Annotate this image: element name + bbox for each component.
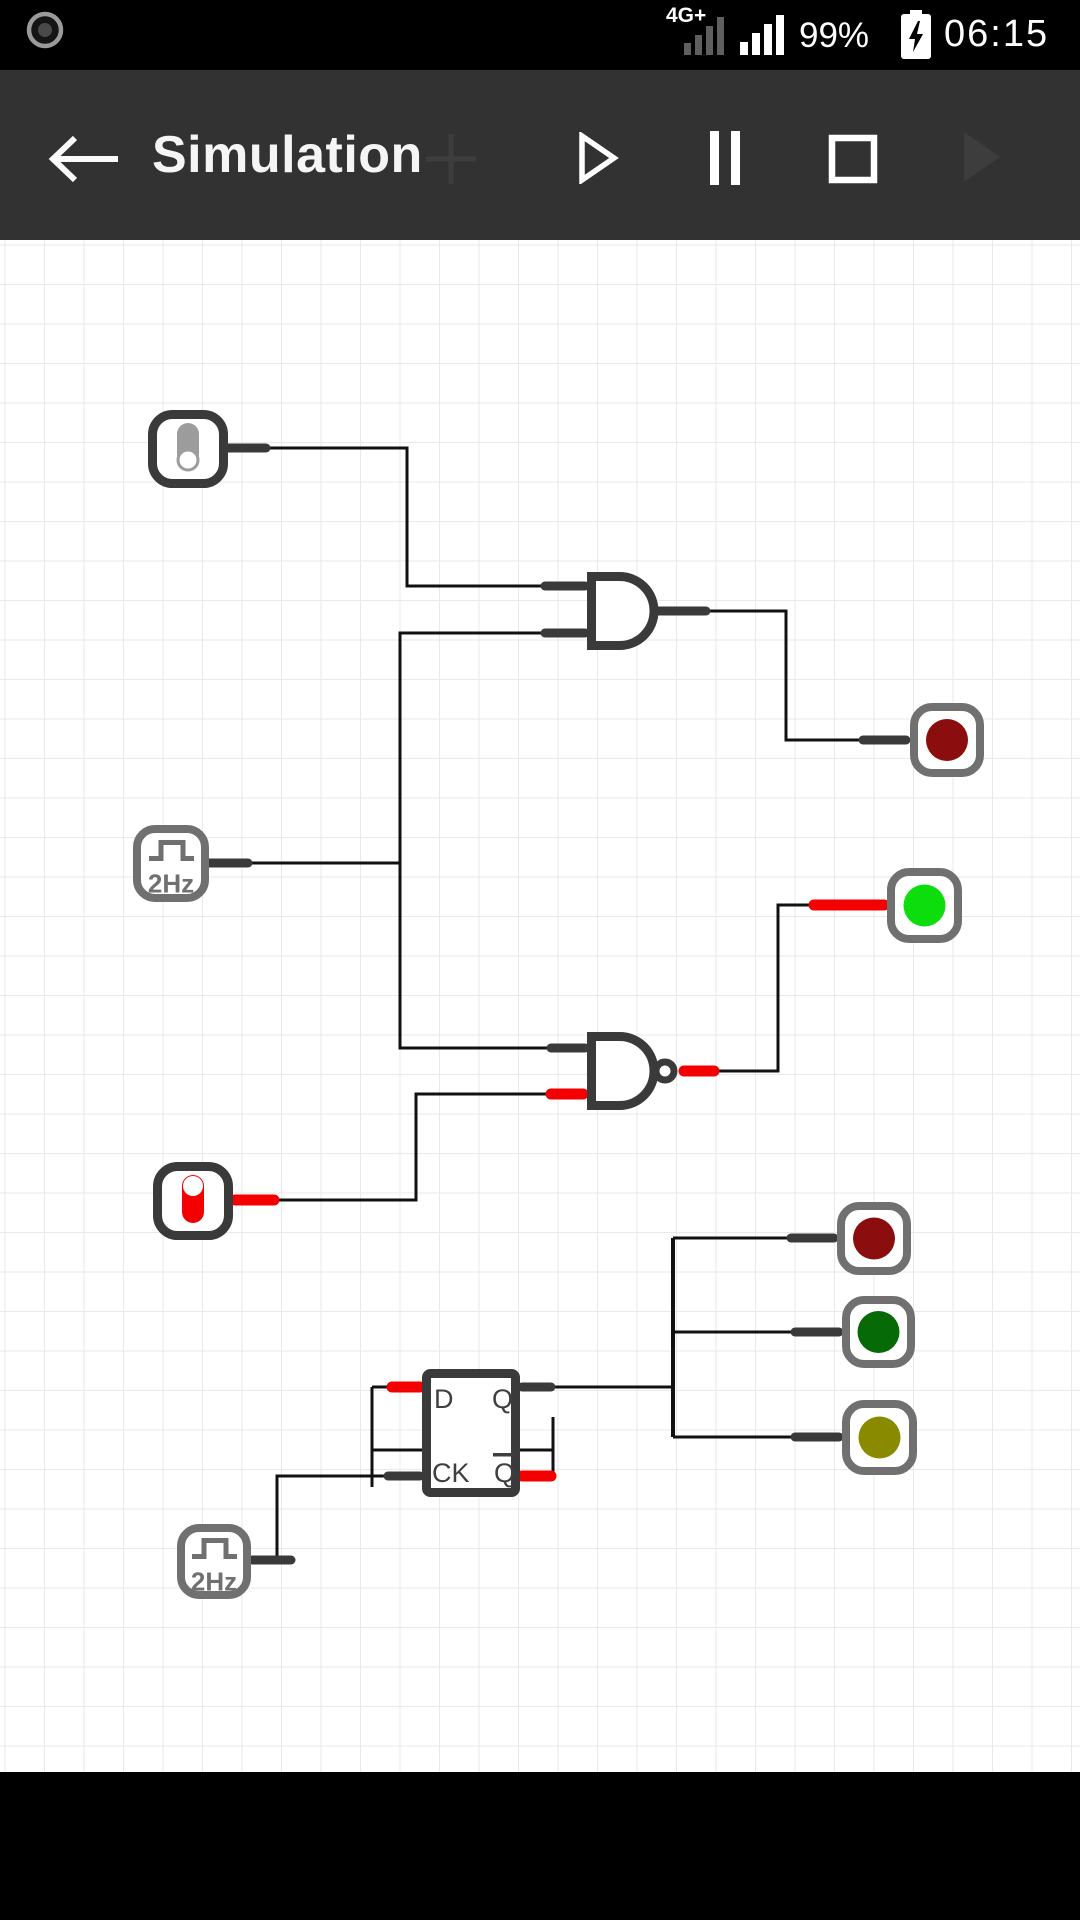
toggle-knob <box>183 1176 203 1196</box>
pin-label-q: Q <box>492 1384 513 1414</box>
page-title: Simulation <box>152 126 423 184</box>
led-lamp <box>858 1416 901 1459</box>
clock-frequency-label: 2Hz <box>148 869 194 899</box>
led-lamp <box>926 719 968 761</box>
step-icon-ghost <box>964 132 1000 182</box>
wire <box>276 1092 550 1202</box>
status-bar: 4G+ 99% 06:15 <box>0 0 1080 70</box>
led-red-right[interactable] <box>837 1202 911 1275</box>
clock-time-label: 06:15 <box>944 13 1050 55</box>
inverter-bubble <box>652 1058 678 1084</box>
nand-gate[interactable] <box>587 1032 678 1110</box>
led-green-on[interactable] <box>887 868 962 943</box>
led-lamp <box>857 1311 900 1353</box>
add-icon-ghost <box>426 134 476 184</box>
toggle-knob <box>176 448 200 472</box>
wire <box>275 1474 390 1560</box>
led-green-right[interactable] <box>842 1296 915 1368</box>
wire <box>268 446 545 588</box>
led-red-top[interactable] <box>910 703 984 777</box>
and-gate[interactable] <box>587 572 659 650</box>
clock-frequency-label: 2Hz <box>191 1567 237 1597</box>
play-button[interactable] <box>578 132 620 184</box>
stop-button[interactable] <box>828 134 878 184</box>
pause-button[interactable] <box>708 130 742 186</box>
battery-charging-icon <box>901 10 931 59</box>
pin-label-ck: CK <box>432 1458 470 1488</box>
clock-wave-icon <box>192 1538 237 1559</box>
toggle-switch-top[interactable] <box>148 410 228 488</box>
battery-percent-label: 99% <box>799 16 870 55</box>
led-lamp <box>853 1217 895 1260</box>
wire <box>708 609 865 742</box>
pin-label-qbar: Q <box>494 1458 515 1488</box>
back-arrow-icon[interactable] <box>48 134 122 184</box>
wire <box>717 903 812 1073</box>
clock-wave-icon <box>149 840 194 861</box>
app-bar: Simulation <box>0 70 1080 240</box>
wire <box>398 631 553 1050</box>
cellular-signal-icon <box>740 15 784 55</box>
led-lamp <box>903 884 946 927</box>
qbar-overline <box>493 1453 515 1457</box>
led-yellow-right[interactable] <box>842 1400 917 1475</box>
network-type-label: 4G+ <box>666 4 707 27</box>
toggle-switch-bottom[interactable] <box>153 1162 233 1240</box>
navigation-bar <box>0 1772 1080 1920</box>
pin-label-d: D <box>434 1384 454 1414</box>
clock-2hz-lower[interactable]: 2Hz <box>177 1524 251 1599</box>
d-flip-flop[interactable]: D Q CK Q <box>422 1369 520 1497</box>
screen-record-icon <box>26 11 64 49</box>
clock-2hz-upper[interactable]: 2Hz <box>133 825 209 902</box>
cellular-signal-dim-icon <box>684 17 724 55</box>
